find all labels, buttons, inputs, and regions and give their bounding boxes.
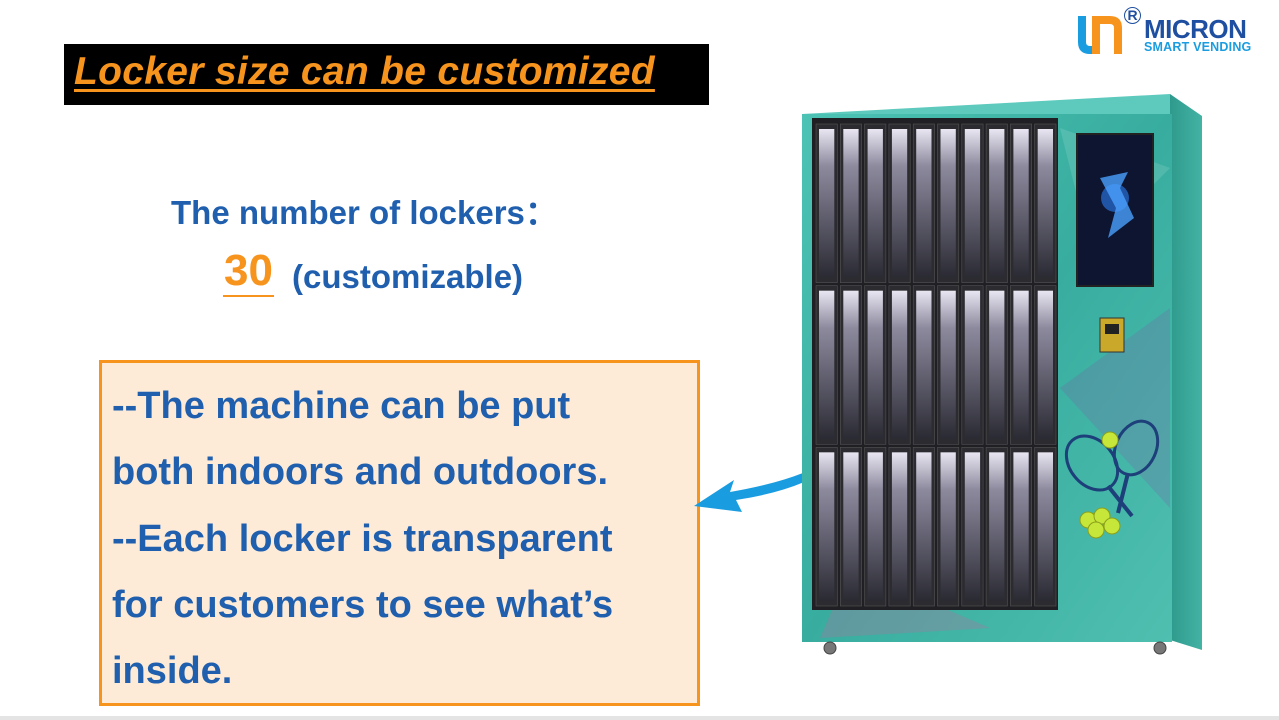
racket-handle: [1116, 472, 1130, 514]
logo-name: MICRON: [1144, 14, 1247, 44]
locker-door: [839, 285, 862, 445]
tennis-ball-icon: [1101, 431, 1119, 449]
locker-door: [839, 447, 862, 607]
info-line: --The machine can be put: [112, 385, 571, 427]
locker-door: [985, 285, 1008, 445]
locker-door: [1010, 447, 1032, 607]
slide-title: Locker size can be customized: [74, 50, 655, 93]
info-line: both indoors and outdoors.: [112, 451, 609, 493]
locker-door: [1010, 285, 1032, 445]
locker-door: [864, 447, 887, 607]
locker-door: [888, 447, 911, 607]
machine-wheel: [1153, 641, 1167, 655]
locker-door: [985, 123, 1008, 283]
locker-door: [815, 285, 838, 445]
card-reader-icon: [1099, 317, 1125, 353]
info-line: inside.: [112, 650, 233, 692]
locker-door: [839, 123, 862, 283]
locker-door: [1034, 285, 1057, 445]
locker-door: [985, 447, 1008, 607]
tennis-racket-icon: [1064, 434, 1120, 492]
locker-count-value: 30: [223, 246, 274, 297]
info-line: for customers to see what’s: [112, 584, 614, 626]
locker-count-note: (customizable): [292, 258, 524, 295]
info-box: --The machine can be put both indoors an…: [99, 360, 700, 706]
locker-door: [864, 285, 887, 445]
tennis-ball-icon: [1087, 521, 1105, 539]
registered-mark: R: [1124, 7, 1141, 24]
locker-door: [937, 123, 960, 283]
card-reader-display: [1105, 324, 1119, 334]
locker-door: [888, 123, 911, 283]
locker-door: [961, 123, 984, 283]
micron-logo: R MICRON SMART VENDING: [1074, 7, 1264, 58]
locker-door: [888, 285, 911, 445]
machine-wheel: [823, 641, 837, 655]
title-banner: Locker size can be customized: [64, 44, 709, 105]
info-line: --Each locker is transparent: [112, 518, 613, 560]
arrow-icon: [694, 458, 836, 512]
locker-count-label: The number of lockers：: [171, 194, 558, 231]
locker-vending-machine-image: [802, 94, 1202, 655]
locker-door: [961, 447, 984, 607]
locker-door: [912, 447, 935, 607]
locker-door: [937, 285, 960, 445]
screen-player-graphic: [1100, 172, 1134, 238]
locker-door: [1034, 447, 1057, 607]
micron-logo-icon: [1078, 16, 1122, 54]
locker-door: [864, 123, 887, 283]
locker-door: [815, 447, 838, 607]
bottom-rule: [0, 716, 1279, 720]
locker-door: [1034, 123, 1057, 283]
locker-door: [912, 285, 935, 445]
locker-door: [937, 447, 960, 607]
locker-door: [815, 123, 838, 283]
locker-door: [961, 285, 984, 445]
locker-door: [912, 123, 935, 283]
logo-tagline: SMART VENDING: [1144, 40, 1252, 54]
locker-door: [1010, 123, 1032, 283]
tennis-ball-icon: [1103, 517, 1121, 535]
